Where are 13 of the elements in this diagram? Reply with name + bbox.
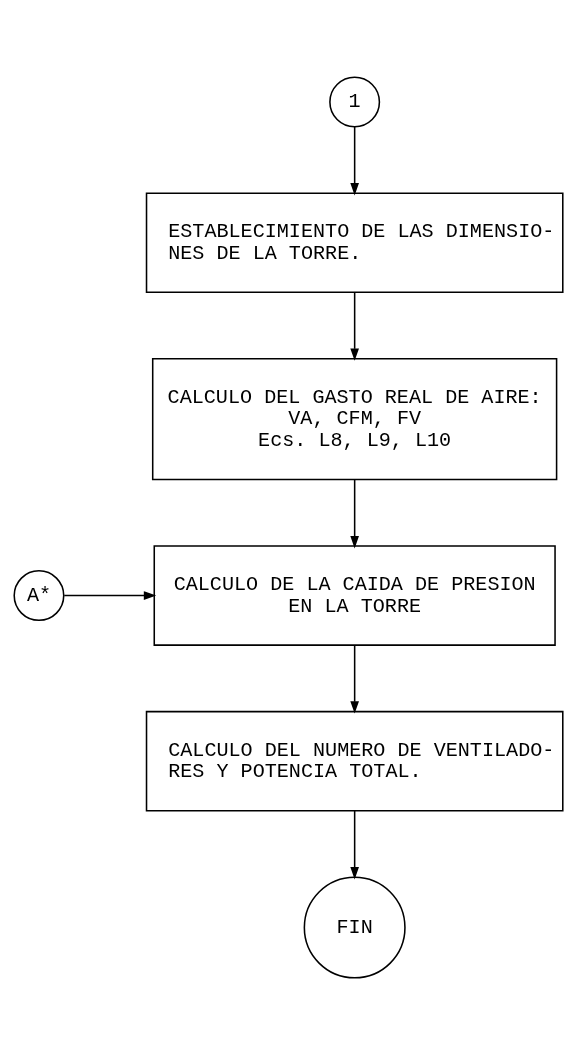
node-box: ESTABLECIMIENTO DE LAS DIMENSIO- NES DE LA TORRE.: [145, 191, 564, 293]
arrow: [350, 644, 359, 714]
arrow: [350, 478, 359, 548]
node-box: CALCULO DEL GASTO REAL DE AIRE: VA, CFM, FV Ecs. L8, L9, L10: [151, 357, 558, 480]
node-box: CALCULO DEL NUMERO DE VENTILADO- RES Y POTENCIA TOTAL.: [145, 710, 564, 811]
node-circle: 1: [329, 75, 381, 127]
arrow: [350, 125, 359, 195]
arrow: [350, 291, 359, 361]
arrow: [63, 590, 157, 600]
node-box: CALCULO DE LA CAIDA DE PRESION EN LA TORRE: [153, 544, 556, 646]
node-circle: FIN: [303, 875, 406, 979]
node-circle: A*: [13, 569, 65, 621]
arrow: [350, 809, 359, 879]
